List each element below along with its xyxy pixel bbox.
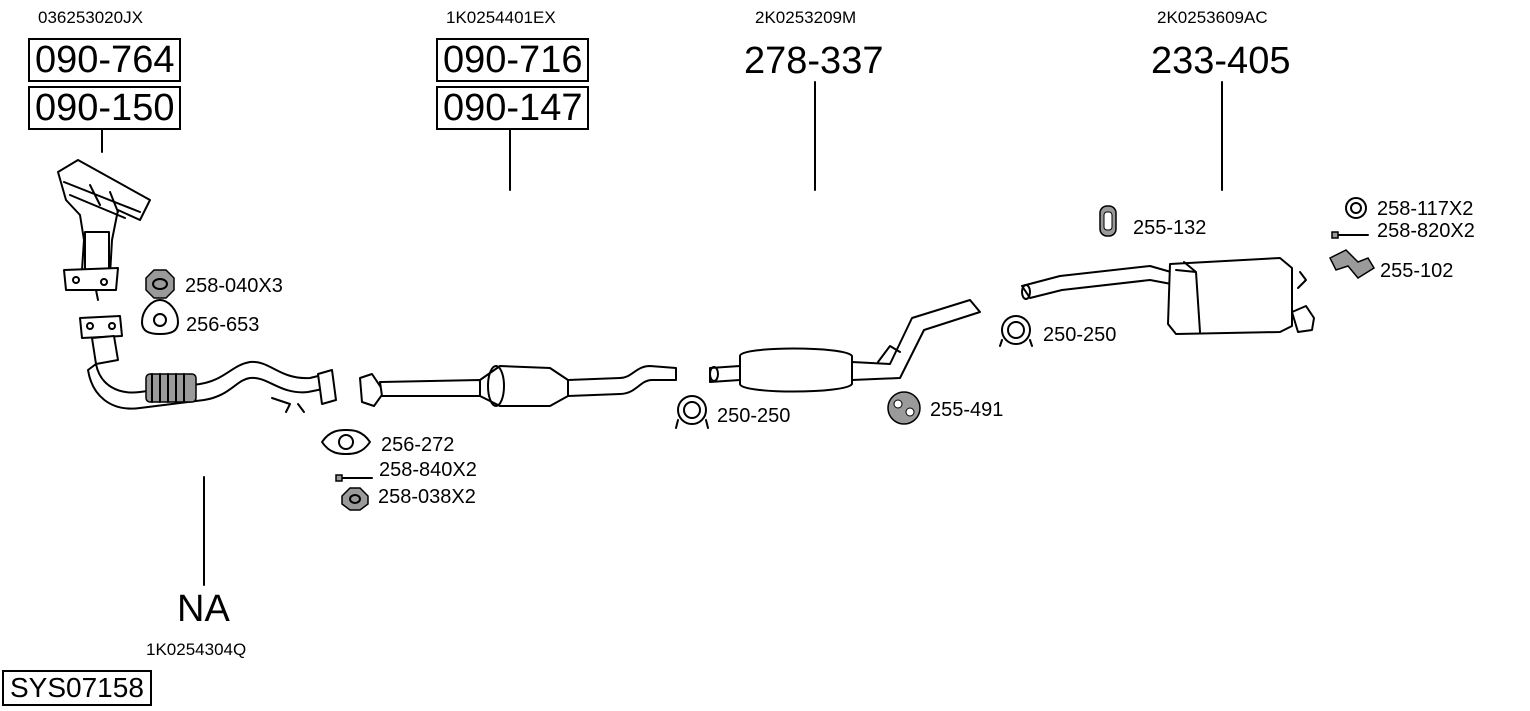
part-label[interactable]: 258-820X2: [1377, 220, 1475, 242]
part-label[interactable]: 256-272: [381, 434, 455, 456]
bracket-255-102-icon: [1328, 249, 1376, 279]
rubber-mount-255-491-icon: [887, 391, 921, 425]
part-label[interactable]: 255-102: [1380, 260, 1454, 282]
oem-number: 1K0254304Q: [146, 640, 247, 659]
catalogue-code[interactable]: 090-150: [28, 86, 182, 130]
clamp-250-250-rear-icon: [999, 315, 1033, 347]
part-label[interactable]: 250-250: [1043, 324, 1117, 346]
nut-258-040-icon: [145, 269, 175, 299]
gasket-256-272-icon: [321, 429, 371, 455]
manifold-catalyst-drawing: [57, 159, 151, 301]
intermediate-pipe-drawing: [359, 365, 677, 407]
oem-number: 1K0254401EX: [446, 8, 556, 27]
ring-258-117-icon: [1345, 197, 1367, 219]
part-label[interactable]: 250-250: [717, 405, 791, 427]
bolt-258-840-icon: [335, 474, 373, 482]
part-label[interactable]: 255-132: [1133, 217, 1207, 239]
oem-number: 036253020JX: [38, 8, 143, 27]
centre-silencer-drawing: [709, 299, 981, 393]
part-label[interactable]: 258-117X2: [1377, 198, 1474, 220]
gasket-256-653-icon: [141, 299, 179, 335]
oem-number: 2K0253209M: [755, 8, 857, 27]
system-id-label: SYS07158: [2, 670, 152, 706]
part-label[interactable]: 255-491: [930, 399, 1004, 421]
part-label[interactable]: 258-840X2: [379, 459, 477, 481]
bolt-258-820-icon: [1331, 231, 1369, 239]
catalogue-code[interactable]: 278-337: [744, 40, 884, 82]
catalogue-code[interactable]: 090-147: [436, 86, 590, 130]
oem-number: 2K0253609AC: [1157, 8, 1268, 27]
part-label[interactable]: 258-038X2: [378, 486, 476, 508]
rubber-mount-255-132-icon: [1099, 205, 1117, 237]
part-label[interactable]: 258-040X3: [185, 275, 283, 297]
part-label[interactable]: 256-653: [186, 314, 260, 336]
front-pipe-drawing: [79, 315, 337, 413]
catalogue-code[interactable]: 233-405: [1151, 40, 1291, 82]
nut-258-038-icon: [341, 487, 369, 511]
catalogue-code: NA: [177, 588, 230, 630]
catalogue-code[interactable]: 090-716: [436, 38, 590, 82]
rear-silencer-drawing: [1021, 257, 1315, 335]
clamp-250-250-mid-icon: [675, 395, 709, 429]
catalogue-code[interactable]: 090-764: [28, 38, 182, 82]
